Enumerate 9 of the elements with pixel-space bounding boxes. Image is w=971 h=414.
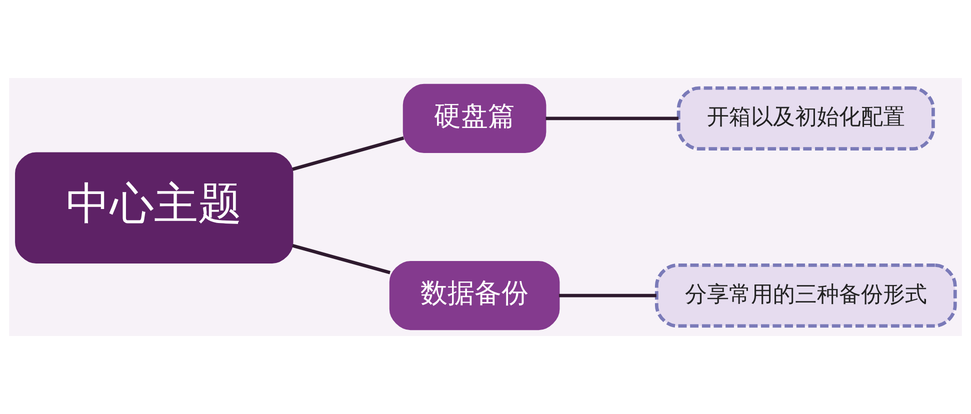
node-box: 分享常用的三种备份形式: [654, 263, 957, 328]
node-box: 硬盘篇: [402, 84, 546, 154]
node-box: 数据备份: [389, 260, 560, 330]
node-box: 中心主题: [15, 152, 294, 264]
node-box: 开箱以及初始化配置: [676, 86, 935, 151]
connector: [292, 136, 404, 171]
connector: [292, 244, 390, 274]
connector: [546, 116, 678, 120]
connector: [559, 294, 656, 298]
